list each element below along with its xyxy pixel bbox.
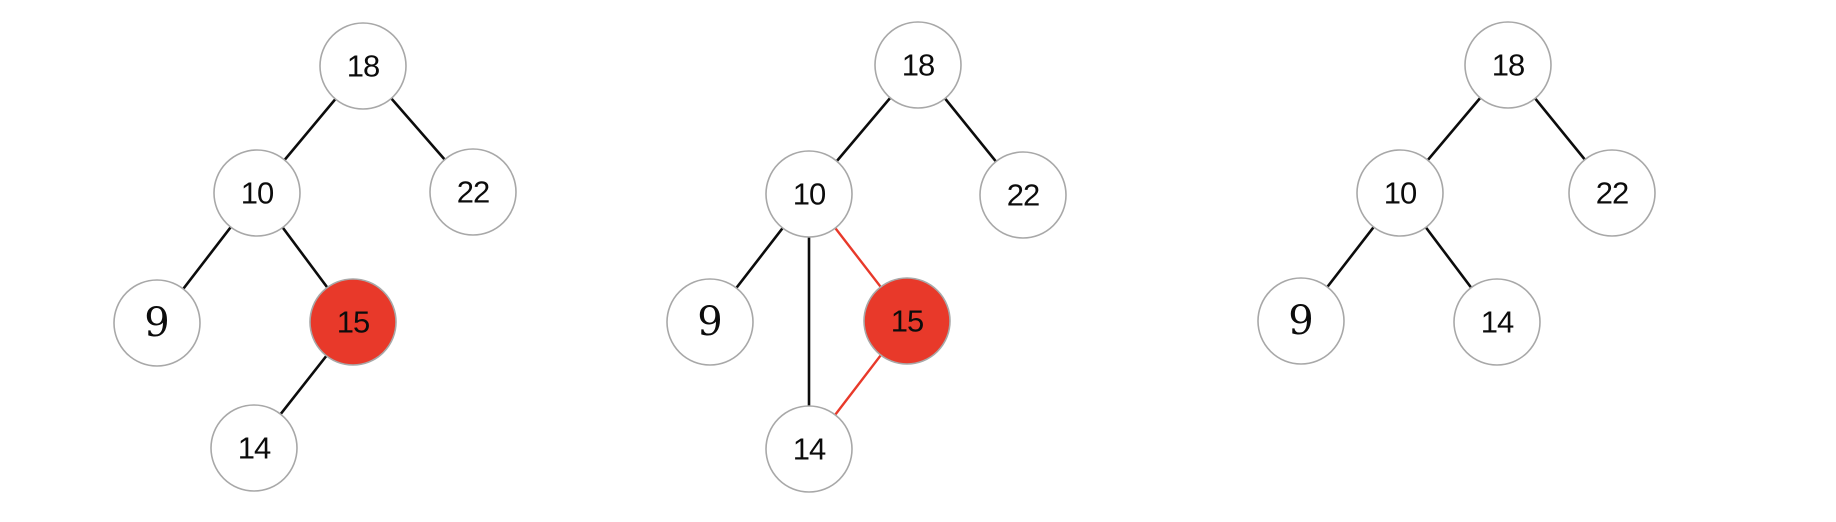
node-label: 14 <box>238 431 271 466</box>
node-circle <box>666 278 754 366</box>
node-circle <box>429 148 517 236</box>
tree-node-10: 10 <box>765 150 853 238</box>
tree-node-9: 9 <box>666 278 754 366</box>
node-circle <box>1464 21 1552 109</box>
tree-node-15-highlighted: 15 <box>863 277 951 365</box>
node-label: 22 <box>457 175 489 210</box>
node-circle <box>863 277 951 365</box>
tree-node-18: 18 <box>874 21 962 109</box>
node-label: 15 <box>891 304 923 339</box>
tree-node-22: 22 <box>1568 149 1656 237</box>
tree-node-18: 18 <box>1464 21 1552 109</box>
node-label: 18 <box>1492 48 1524 83</box>
node-label: 15 <box>337 305 369 340</box>
node-label: 10 <box>1384 176 1417 211</box>
node-circle <box>1356 149 1444 237</box>
node-label: 18 <box>347 49 379 84</box>
node-circle <box>979 151 1067 239</box>
node-circle <box>213 149 301 237</box>
node-label: 14 <box>1481 305 1514 340</box>
tree-node-22: 22 <box>979 151 1067 239</box>
node-circle <box>765 405 853 493</box>
tree-node-22: 22 <box>429 148 517 236</box>
tree-step-1-before-delete: 18 10 22 9 15 14 <box>113 22 517 492</box>
node-circle <box>1453 278 1541 366</box>
tree-node-9: 9 <box>1257 277 1345 365</box>
node-circle <box>113 279 201 367</box>
node-circle <box>765 150 853 238</box>
node-circle <box>319 22 407 110</box>
tree-step-2-relink: 18 10 22 9 15 14 <box>666 21 1067 493</box>
node-circle <box>874 21 962 109</box>
node-label: 22 <box>1007 178 1039 213</box>
tree-node-14: 14 <box>210 404 298 492</box>
node-label: 10 <box>793 177 826 212</box>
tree-node-14: 14 <box>765 405 853 493</box>
node-label: 9 <box>697 299 722 345</box>
node-circle <box>1257 277 1345 365</box>
tree-node-10: 10 <box>1356 149 1444 237</box>
tree-node-15-highlighted: 15 <box>309 278 397 366</box>
node-label: 18 <box>902 48 934 83</box>
tree-node-10: 10 <box>213 149 301 237</box>
node-label: 9 <box>1288 298 1313 344</box>
tree-node-18: 18 <box>319 22 407 110</box>
tree-node-9: 9 <box>113 279 201 367</box>
tree-step-3-after-delete: 18 10 22 9 14 <box>1257 21 1656 366</box>
node-circle <box>309 278 397 366</box>
node-circle <box>1568 149 1656 237</box>
node-circle <box>210 404 298 492</box>
node-label: 22 <box>1596 176 1628 211</box>
node-label: 9 <box>144 300 169 346</box>
node-label: 10 <box>241 176 274 211</box>
node-label: 14 <box>793 432 826 467</box>
tree-node-14: 14 <box>1453 278 1541 366</box>
